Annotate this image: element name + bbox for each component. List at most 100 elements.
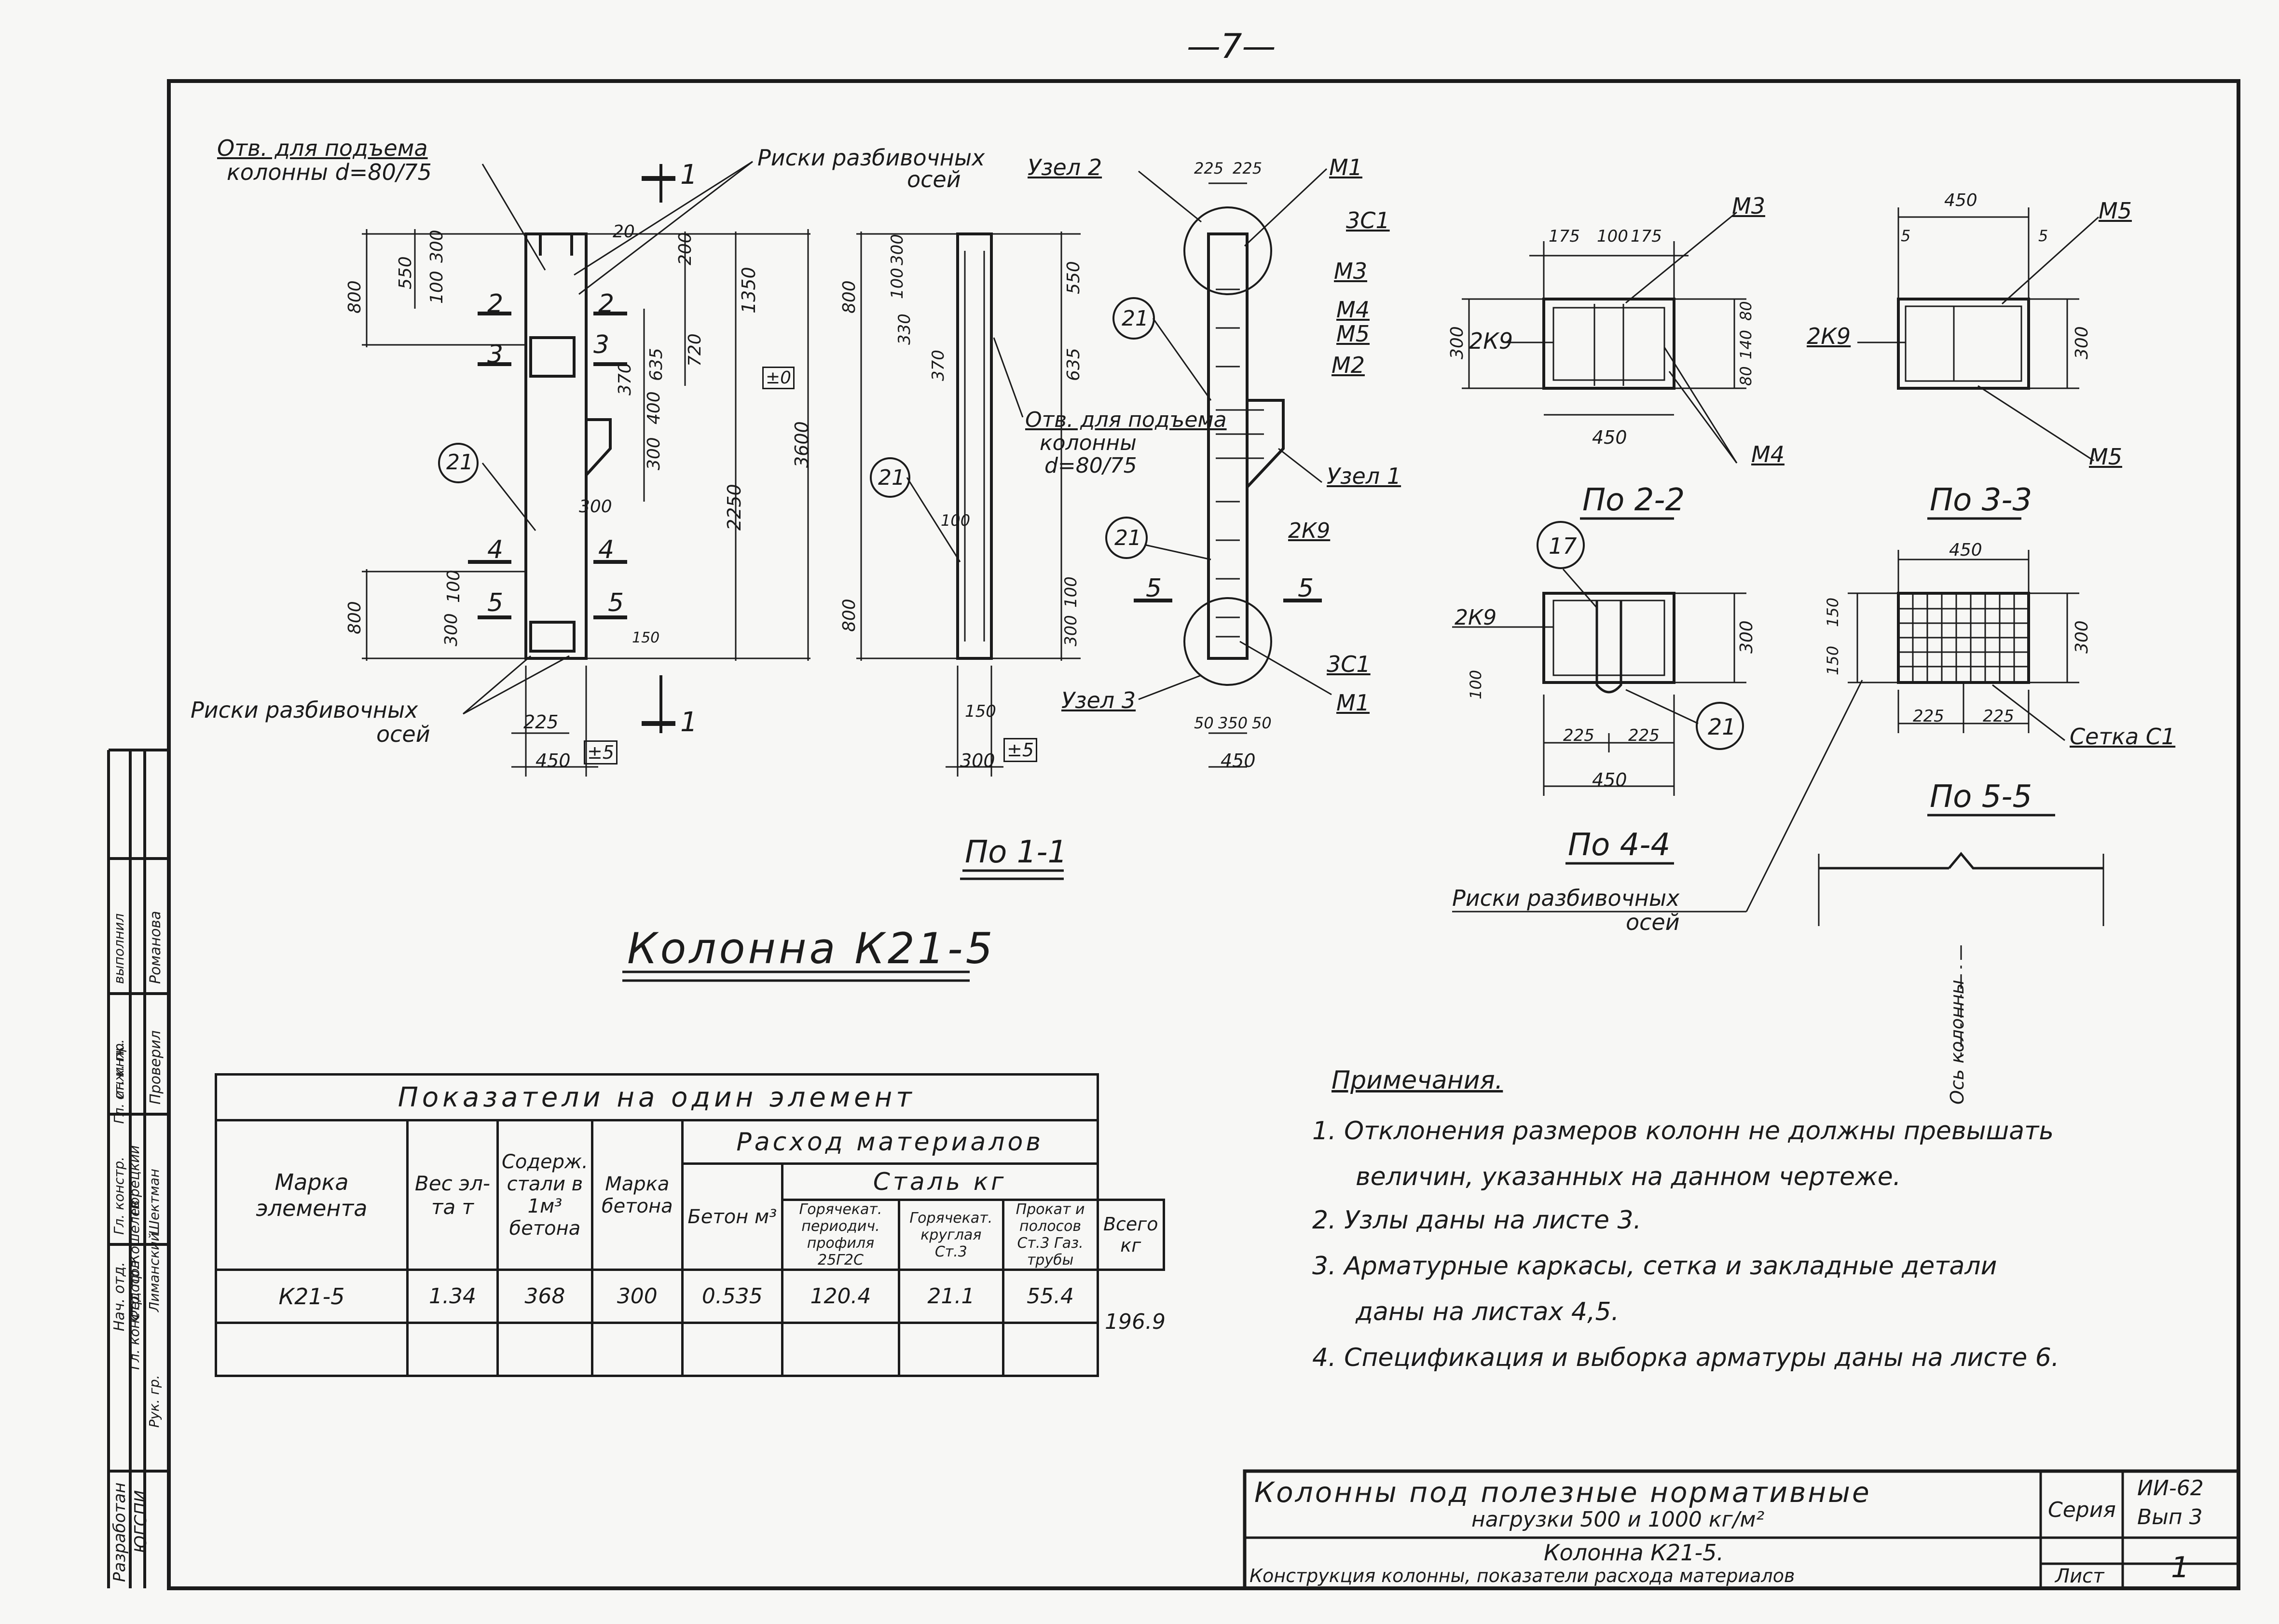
dim-1350: 1350 xyxy=(738,267,759,314)
note-3: 3. Арматурные каркасы, сетка и закладные… xyxy=(1312,1252,1997,1281)
ref-21-elevation: 21 xyxy=(446,450,473,475)
s22-m4: М4 xyxy=(1751,441,1785,467)
side-dim-300: 300 xyxy=(888,234,907,265)
tb-issue: Вып 3 xyxy=(2137,1505,2203,1529)
risks-bottom-line-1: Риски разбивочных xyxy=(191,697,418,723)
dim-3600: 3600 xyxy=(791,421,812,468)
s33-dim-300: 300 xyxy=(2072,326,2092,359)
risks-bottom-line-2: осей xyxy=(376,721,430,747)
stamp-role-6: ст. инж. xyxy=(111,1041,127,1100)
s55-dim-150-b: 150 xyxy=(1824,645,1842,675)
ref-21-s44: 21 xyxy=(1708,714,1736,740)
cell-mark: К21-5 xyxy=(215,1269,409,1324)
note-2: 2. Узлы даны на листе 3. xyxy=(1312,1206,1642,1235)
s55-dim-450: 450 xyxy=(1949,540,1982,560)
tb-line-2: нагрузки 500 и 1000 кг/м² xyxy=(1471,1507,1765,1532)
uzel-2-label: Узел 2 xyxy=(1028,154,1102,180)
s55-dim-225-b: 225 xyxy=(1983,707,2014,726)
section-5-5-title: По 5-5 xyxy=(1930,779,2032,815)
detail-dim-450: 450 xyxy=(1221,750,1256,771)
side-dim-100-c: 100 xyxy=(1061,576,1081,608)
s22-dim-140: 140 xyxy=(1737,329,1755,359)
tb-series-label: Серия xyxy=(2048,1498,2116,1522)
page-number: —7— xyxy=(1187,27,1276,66)
m1-top-label: М1 xyxy=(1329,154,1362,180)
tb-sheet-label: Лист xyxy=(2055,1565,2104,1587)
ref-21-side: 21 xyxy=(878,465,905,490)
dim-pm5: ±5 xyxy=(584,740,618,764)
risks-5-5-line-2: осей xyxy=(1626,909,1680,935)
section-4-4-title: По 4-4 xyxy=(1568,827,1671,863)
stamp-name-2: Федосов xyxy=(126,1260,142,1322)
hole-note-line-2: колонны d=80/75 xyxy=(227,159,432,185)
col-rolled: Прокат и полосов Ст.3 Газ. трубы xyxy=(1002,1199,1099,1271)
risks-top-line-1: Риски разбивочных xyxy=(757,145,985,171)
m4-label: М4 xyxy=(1336,297,1370,323)
dim-2250: 2250 xyxy=(724,484,745,531)
table-row-empty xyxy=(215,1322,1164,1377)
side-dim-800-top: 800 xyxy=(839,280,859,314)
side-dim-300-w: 300 xyxy=(960,750,995,771)
s22-dim-175-b: 175 xyxy=(1631,227,1662,246)
dim-100: 100 xyxy=(427,271,447,304)
table-row: К21-5 1.34 368 300 0.535 120.4 21.1 55.4 xyxy=(215,1269,1164,1324)
materials-table: Показатели на один элемент Марка элемент… xyxy=(215,1073,1166,1377)
cell-weight: 1.34 xyxy=(406,1269,499,1324)
stamp-role-8: выполнил xyxy=(111,913,127,984)
note-4: 4. Спецификация и выборка арматуры даны … xyxy=(1312,1343,2059,1372)
s44-dim-100: 100 xyxy=(1467,669,1485,699)
s33-dim-450: 450 xyxy=(1944,191,1977,210)
side-dim-800-bottom: 800 xyxy=(839,599,859,632)
col-weight: Вес эл-та т xyxy=(406,1119,499,1271)
col-hot-periodic: Горячекат. периодич. профиля 25Г2С xyxy=(781,1199,901,1271)
ref-21-detail-a: 21 xyxy=(1122,306,1149,331)
detail-dim-225-a: 225 xyxy=(1194,159,1224,177)
cell-grade: 300 xyxy=(590,1269,684,1324)
col-concrete: Бетон м³ xyxy=(681,1162,783,1271)
s33-dim-5-b: 5 xyxy=(2038,227,2048,245)
section-mark-4-left: 4 xyxy=(487,535,504,564)
m3-label: М3 xyxy=(1334,258,1367,284)
m5-label: М5 xyxy=(1336,321,1370,347)
s22-k9: 2К9 xyxy=(1469,328,1513,354)
section-mark-1-bottom: 1 xyxy=(680,707,698,738)
s44-k9: 2К9 xyxy=(1455,605,1497,630)
s33-m5-top: М5 xyxy=(2099,198,2132,224)
side-hole-note-1: Отв. для подъема xyxy=(1025,408,1227,432)
side-hole-note-2: колонны xyxy=(1040,431,1137,455)
dim-100-bottom: 100 xyxy=(444,570,464,603)
section-mark-1-top: 1 xyxy=(680,159,698,191)
section-2-2-title: По 2-2 xyxy=(1582,482,1685,518)
s33-m5-bottom: М5 xyxy=(2089,444,2122,470)
side-dim-300-b: 300 xyxy=(1061,615,1081,646)
section-mark-4-right: 4 xyxy=(598,535,615,564)
dim-300-mid: 300 xyxy=(644,437,664,470)
dim-pm0: ±0 xyxy=(762,367,795,389)
side-dim-100-b: 100 xyxy=(941,511,971,530)
s44-dim-225-a: 225 xyxy=(1563,726,1594,745)
col-mark: Марка элемента xyxy=(215,1119,409,1271)
uzel-3-label: Узел 3 xyxy=(1061,687,1136,713)
s22-m3: М3 xyxy=(1732,193,1765,219)
dim-635: 635 xyxy=(646,348,666,381)
side-dim-pm5: ±5 xyxy=(1003,738,1038,762)
column-title: Колонна К21-5 xyxy=(627,924,996,973)
s55-dim-150-a: 150 xyxy=(1824,597,1842,627)
stamp-role-4: Гл. констр. xyxy=(111,1156,127,1235)
note-1-cont: величин, указанных на данном чертеже. xyxy=(1356,1162,1901,1191)
side-dim-550: 550 xyxy=(1064,261,1084,294)
stamp-role-1: Нач. отд. xyxy=(111,1262,128,1331)
zs1-bottom-label: 3С1 xyxy=(1327,651,1371,677)
section-5-right: 5 xyxy=(1298,574,1314,603)
col-total: Всего кг xyxy=(1096,1199,1166,1271)
detail-dim-50-b: 50 xyxy=(1252,714,1272,732)
cell-hot-round: 21.1 xyxy=(898,1269,1004,1324)
stamp-role-3: Рук. гр. xyxy=(146,1375,162,1428)
detail-dim-225-b: 225 xyxy=(1233,159,1263,177)
zs1-top-label: 3С1 xyxy=(1346,207,1390,233)
dim-200: 200 xyxy=(675,232,695,265)
notes-title: Примечания. xyxy=(1332,1066,1503,1095)
stamp-name-5: Шектман xyxy=(146,1169,162,1235)
risks-5-5-line-1: Риски разбивочных xyxy=(1452,885,1680,911)
